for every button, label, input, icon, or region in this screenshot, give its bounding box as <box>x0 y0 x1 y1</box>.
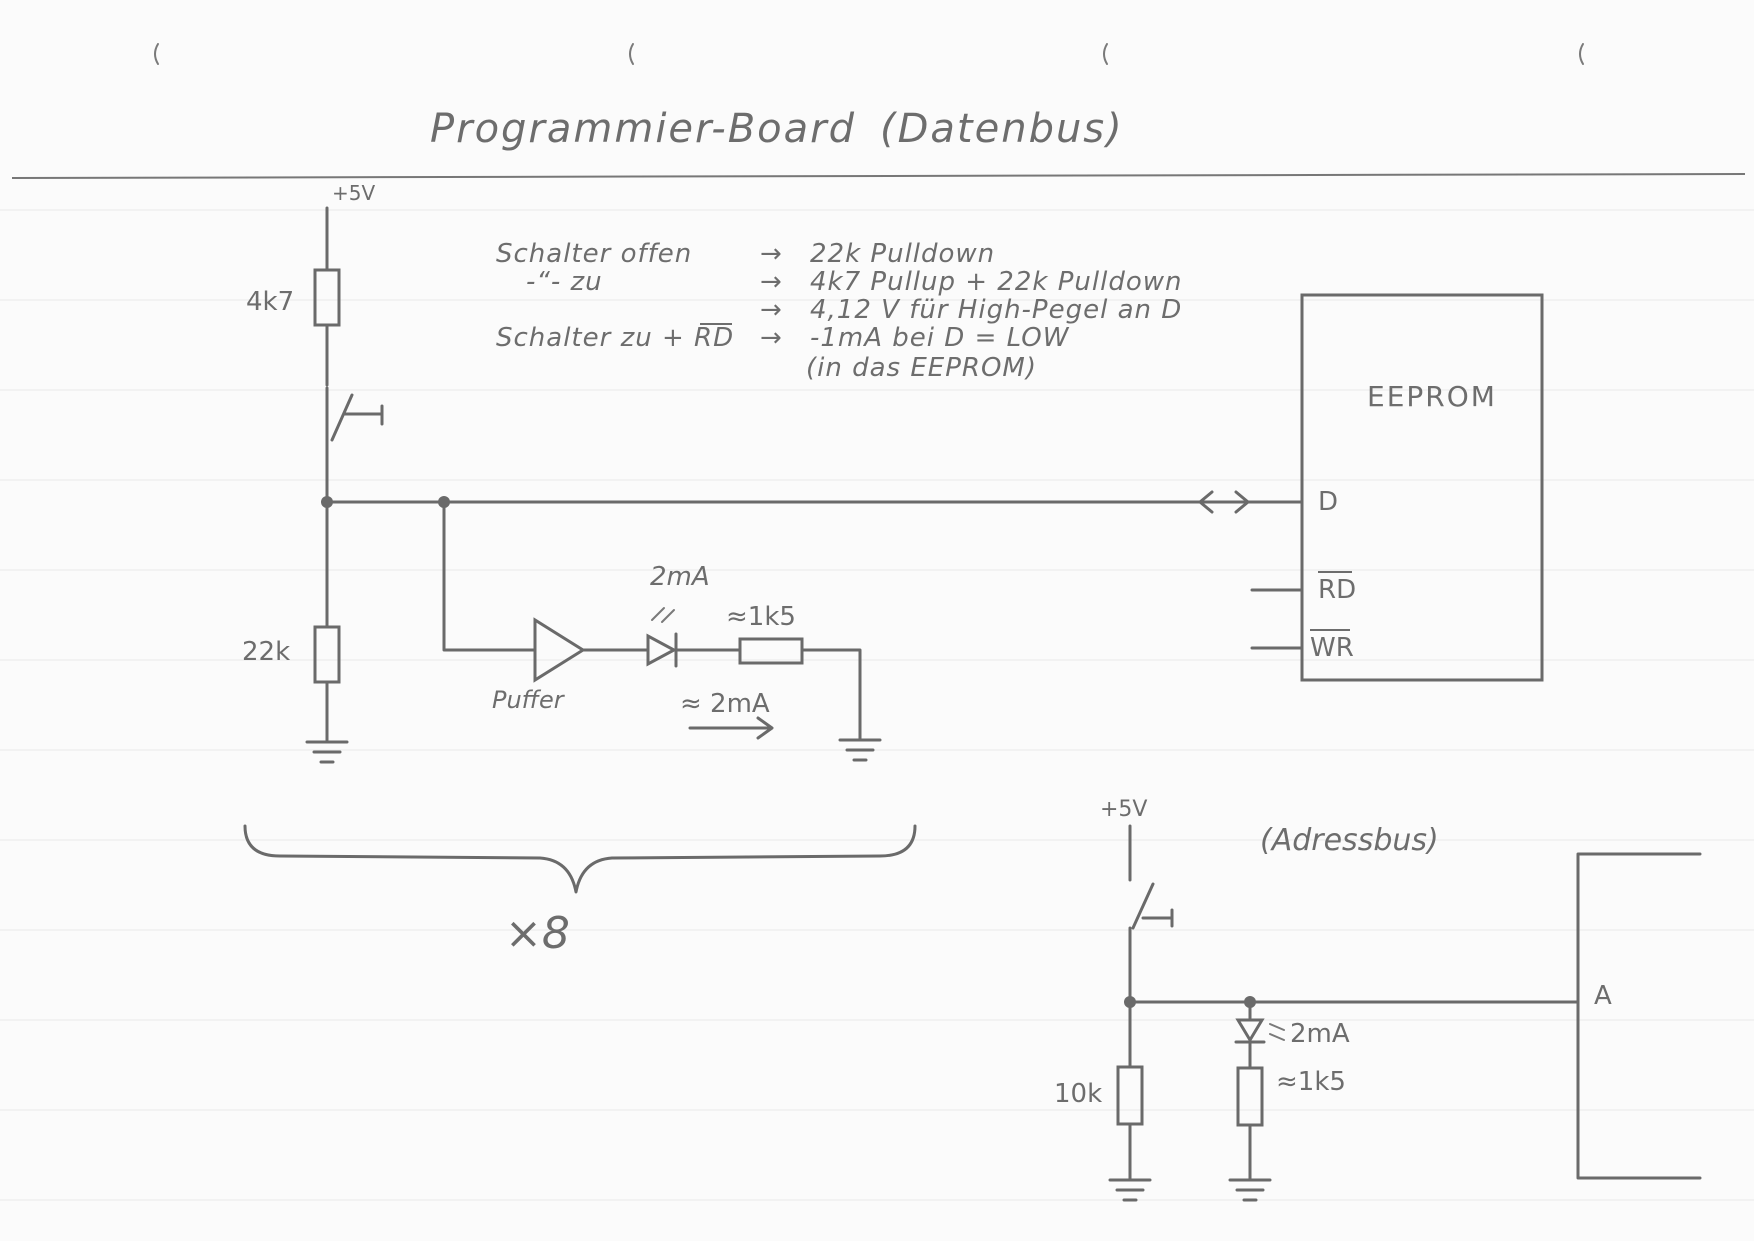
note-2-right: 4k7 Pullup + 22k Pulldown <box>810 267 1182 297</box>
supply-label-top: +5V <box>332 181 375 205</box>
wire-resistor-ground <box>800 648 862 742</box>
notes-block: Schalter offen → 22k Pulldown -“- zu → 4… <box>496 239 1182 383</box>
buffer-label: Puffer <box>492 686 566 714</box>
page-title-bus: (Datenbus) <box>880 106 1124 152</box>
note-4-left: Schalter zu + RD <box>496 323 734 353</box>
eeprom-chip <box>1300 293 1544 682</box>
resistor-1k5 <box>738 637 804 665</box>
resistor-10k <box>1116 1065 1144 1126</box>
punch-marks <box>154 43 1584 65</box>
resistor-10k-label: 10k <box>1054 1079 1102 1109</box>
addr-supply-label: +5V <box>1100 797 1147 822</box>
resistor-22k-label: 22k <box>242 637 290 667</box>
eeprom-pin-wr: WR <box>1310 633 1354 663</box>
group-brace <box>243 824 917 894</box>
buffer-symbol <box>533 617 586 683</box>
switch-symbol <box>325 386 384 442</box>
resistor-4k7 <box>313 268 341 327</box>
ground-symbol-2 <box>838 738 882 762</box>
loop-current-label: ≈ 2mA <box>680 689 770 719</box>
led-symbol <box>646 607 678 668</box>
title-underline <box>11 173 1746 179</box>
addr-led-current-label: 2mA <box>1290 1019 1350 1049</box>
note-1-right: 22k Pulldown <box>810 239 995 269</box>
ground-symbol-4 <box>1228 1178 1272 1202</box>
note-2-arrow: → <box>760 267 783 297</box>
bidirectional-arrow-icon <box>1198 490 1250 514</box>
note-1-left: Schalter offen <box>496 239 692 269</box>
addr-resistor-1k5-label: ≈1k5 <box>1276 1067 1346 1097</box>
note-4-right: -1mA bei D = LOW <box>810 323 1070 353</box>
resistor-22k <box>313 625 341 684</box>
wire-to-buffer <box>442 500 537 652</box>
ground-symbol-1 <box>305 740 349 764</box>
eeprom-label: EEPROM <box>1367 380 1497 413</box>
eeprom-pin-rd: RD <box>1318 575 1356 605</box>
eeprom-pin-d: D <box>1318 487 1338 517</box>
ground-symbol-3 <box>1108 1178 1152 1202</box>
addr-pin-a: A <box>1594 981 1612 1011</box>
note-1-arrow: → <box>760 239 783 269</box>
address-bus-label: (Adressbus) <box>1260 823 1439 858</box>
multiplier-label: ×8 <box>505 908 570 959</box>
addr-chip-outline <box>1576 852 1702 1180</box>
page-title: Programmier-Board <box>430 106 856 152</box>
note-2-left: -“- zu <box>526 267 603 297</box>
current-arrow-icon <box>688 716 774 740</box>
led-current-label: 2mA <box>650 562 710 592</box>
resistor-4k7-label: 4k7 <box>246 287 294 317</box>
addr-resistor-1k5 <box>1236 1066 1264 1127</box>
note-4-arrow: → <box>760 323 783 353</box>
addr-led-symbol <box>1234 1018 1285 1044</box>
note-3-right: 4,12 V für High-Pegel an D <box>810 295 1182 325</box>
paper-rules <box>0 209 1754 1201</box>
resistor-1k5-label: ≈1k5 <box>726 602 796 632</box>
note-5-right: (in das EEPROM) <box>806 353 1037 383</box>
addr-switch-symbol <box>1131 882 1174 930</box>
note-3-arrow: → <box>760 295 783 325</box>
